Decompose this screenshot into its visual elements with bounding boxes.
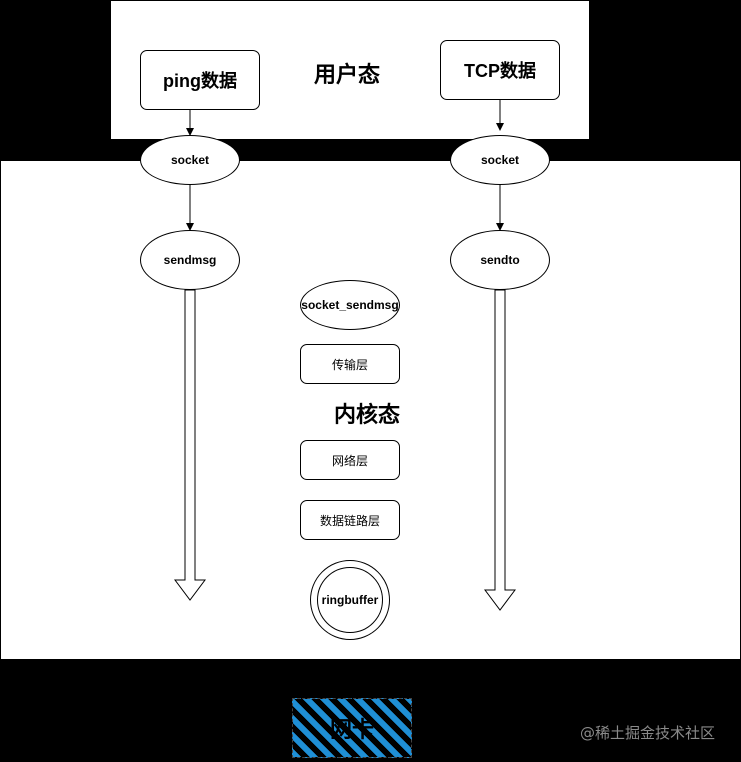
network-layer-box: 网络层: [300, 440, 400, 480]
nic-box: 网卡: [292, 698, 412, 758]
ringbuffer-label: ringbuffer: [321, 593, 379, 607]
watermark: @稀土掘金技术社区: [580, 724, 716, 742]
socket-sendmsg-label: socket_sendmsg: [301, 298, 399, 312]
user-space-title: 用户态: [314, 62, 381, 87]
kernel-space-title: 内核态: [334, 402, 401, 427]
sendto-node: sendto: [450, 230, 550, 290]
tcp-data-box: TCP数据: [440, 40, 560, 100]
socket-sendmsg-node: socket_sendmsg: [300, 280, 400, 330]
ringbuffer-node: ringbuffer: [317, 567, 383, 633]
ringbuffer-outer: ringbuffer: [310, 560, 390, 640]
left-down-arrow: [174, 289, 206, 601]
left-socket-node: socket: [140, 135, 240, 185]
nic-label: 网卡: [329, 717, 374, 742]
left-socket-label: socket: [170, 153, 210, 167]
right-socket-label: socket: [480, 153, 520, 167]
sendto-label: sendto: [480, 253, 520, 267]
datalink-layer-box: 数据链路层: [300, 500, 400, 540]
ping-data-label: ping数据: [163, 71, 237, 91]
sendmsg-label: sendmsg: [163, 253, 217, 267]
network-layer-label: 网络层: [331, 453, 368, 468]
tcp-data-label: TCP数据: [464, 61, 536, 81]
right-socket-node: socket: [450, 135, 550, 185]
datalink-layer-label: 数据链路层: [319, 513, 380, 528]
transport-layer-label: 传输层: [331, 357, 368, 372]
right-down-arrow: [484, 289, 516, 611]
sendmsg-node: sendmsg: [140, 230, 240, 290]
ping-data-box: ping数据: [140, 50, 260, 110]
transport-layer-box: 传输层: [300, 344, 400, 384]
